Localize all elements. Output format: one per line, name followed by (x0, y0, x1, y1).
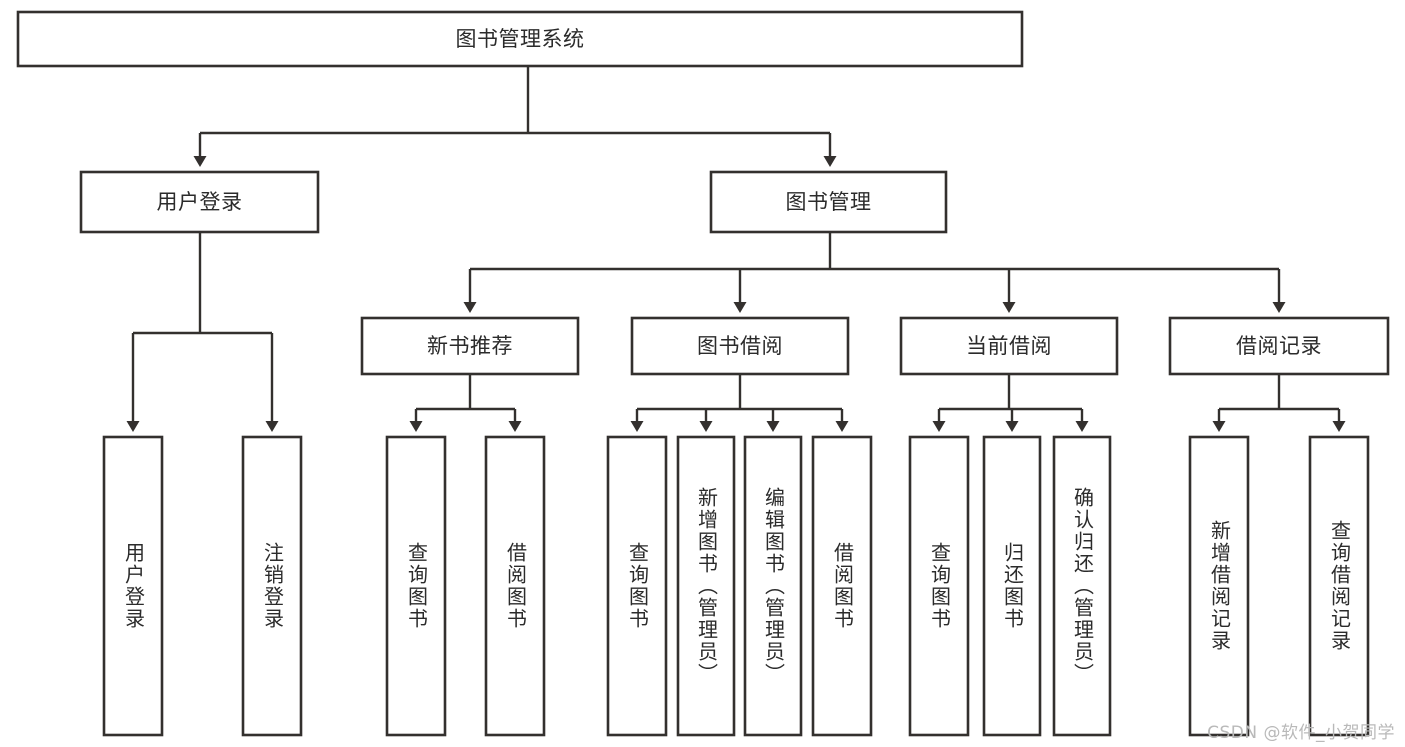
node-box-leaf-borrow-book-2 (811, 435, 873, 737)
node-box-borrow-record (1168, 316, 1390, 376)
node-box-current-borrow (899, 316, 1119, 376)
node-box-leaf-confirm-return (1052, 435, 1112, 737)
node-box-leaf-logout (241, 435, 303, 737)
node-box-book-management (709, 170, 948, 234)
node-box-book-borrow (630, 316, 850, 376)
node-box-leaf-add-record (1188, 435, 1250, 737)
node-box-root (16, 10, 1024, 68)
watermark-text: CSDN @软件_小贺同学 (1207, 723, 1395, 743)
node-box-user-login (79, 170, 320, 234)
node-box-leaf-query-book-3 (908, 435, 970, 737)
node-box-leaf-add-book (676, 435, 736, 737)
node-box-leaf-user-login (102, 435, 164, 737)
node-box-leaf-borrow-book-1 (484, 435, 546, 737)
node-box-leaf-query-book-2 (606, 435, 668, 737)
node-box-leaf-query-book-1 (385, 435, 447, 737)
node-box-new-book-recommend (360, 316, 580, 376)
node-box-leaf-return-book (982, 435, 1042, 737)
node-box-leaf-edit-book (743, 435, 803, 737)
node-box-leaf-query-record (1308, 435, 1370, 737)
